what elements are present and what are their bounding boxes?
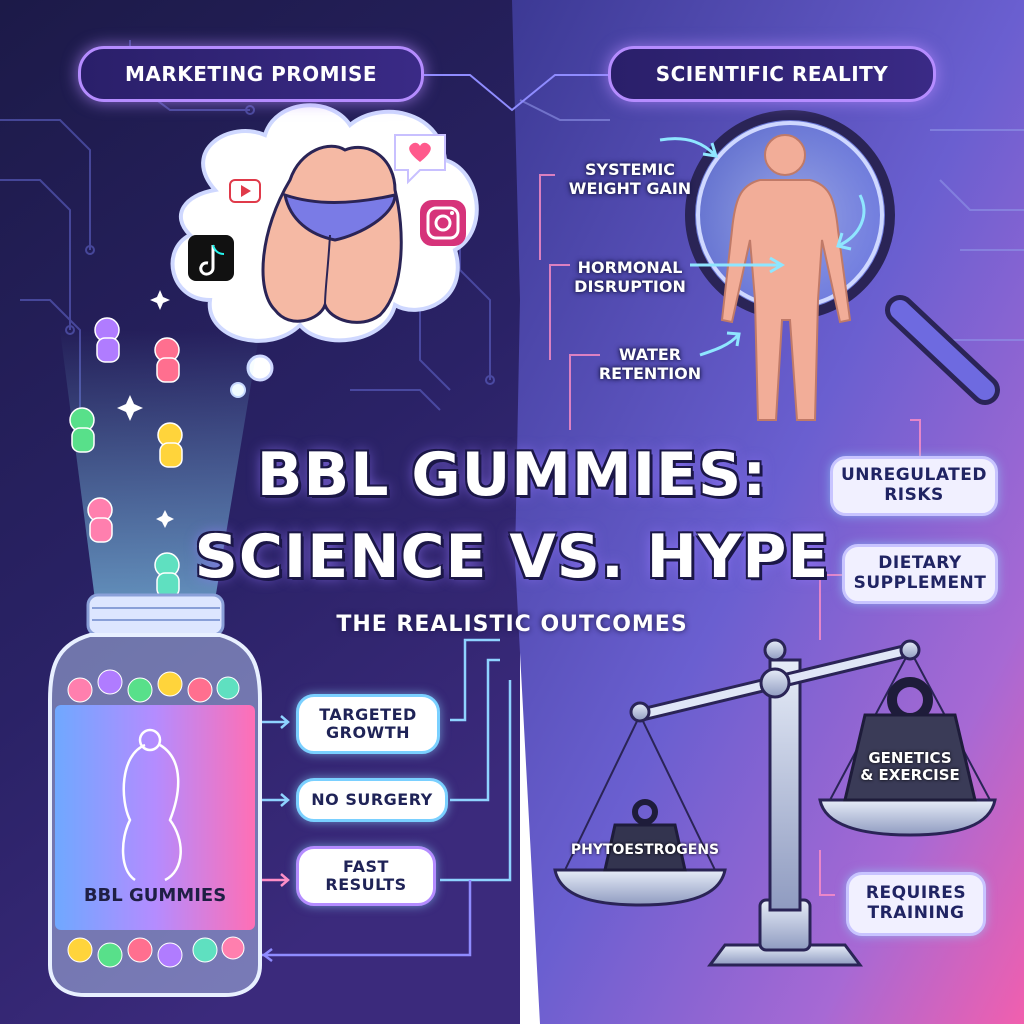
effect-connector-lines — [539, 174, 921, 896]
tag-requires-training: REQUIRES TRAINING — [846, 872, 986, 936]
effect-arrows — [659, 137, 866, 357]
tag-line1: UNREGULATED — [841, 465, 987, 486]
jar-label: BBL GUMMIES — [83, 885, 227, 906]
marketing-promise-header: MARKETING PROMISE — [78, 46, 424, 102]
jar-gummy-bears — [67, 669, 245, 968]
tag-line2: TRAINING — [867, 903, 965, 923]
weight-line1: GENETICS — [868, 749, 952, 767]
effect-line1: HORMONAL — [577, 258, 683, 277]
phytoestrogens-label: PHYTOESTROGENS — [570, 842, 720, 858]
claim-line1: TARGETED — [319, 704, 417, 724]
instagram-icon — [420, 200, 466, 246]
effect-water-retention: WATER RETENTION — [590, 345, 710, 383]
balance-scale — [553, 638, 997, 967]
tag-unregulated-risks: UNREGULATED RISKS — [830, 456, 998, 516]
effect-line2: WEIGHT GAIN — [568, 179, 692, 199]
effect-line2: RETENTION — [598, 364, 702, 384]
claim-line2: RESULTS — [325, 875, 407, 894]
effect-hormonal-disruption: HORMONAL DISRUPTION — [560, 258, 700, 296]
header-connector — [420, 74, 610, 112]
claim-arrows — [261, 638, 512, 962]
body-silhouette-illustration — [261, 144, 403, 324]
weight-line2: & EXERCISE — [860, 766, 960, 785]
sparkle-icons — [117, 290, 174, 528]
claim-fast-results: FAST RESULTS — [296, 846, 436, 906]
effect-line2: DISRUPTION — [574, 277, 686, 297]
claim-targeted-growth: TARGETED GROWTH — [296, 694, 440, 754]
large-weight — [843, 677, 977, 802]
claim-line1: NO SURGERY — [311, 789, 433, 809]
claim-no-surgery: NO SURGERY — [296, 778, 448, 822]
tag-line1: DIETARY — [878, 553, 962, 574]
tag-line2: SUPPLEMENT — [853, 573, 987, 593]
main-title-line2: SCIENCE VS. HYPE — [194, 522, 830, 592]
effect-systemic-weight-gain: SYSTEMIC WEIGHT GAIN — [560, 160, 700, 198]
scientific-reality-header: SCIENTIFIC REALITY — [608, 46, 936, 102]
genetics-exercise-label: GENETICS & EXERCISE — [840, 749, 980, 785]
effect-line1: SYSTEMIC — [584, 160, 676, 179]
human-figure — [720, 134, 852, 421]
claim-line1: FAST — [343, 856, 389, 876]
tag-dietary-supplement: DIETARY SUPPLEMENT — [842, 544, 998, 604]
tag-line1: REQUIRES — [865, 883, 967, 904]
gummy-jar — [48, 593, 262, 997]
small-weight — [603, 799, 687, 872]
claim-line2: GROWTH — [325, 723, 410, 742]
main-title-line1: BBL GUMMIES: — [256, 440, 768, 510]
youtube-icon — [229, 179, 261, 203]
effect-line1: WATER — [618, 345, 682, 364]
tiktok-icon — [188, 235, 234, 281]
tag-line2: RISKS — [884, 485, 944, 505]
heart-message-icon — [394, 134, 446, 185]
flying-gummy-bears — [69, 317, 183, 598]
subtitle: THE REALISTIC OUTCOMES — [336, 612, 688, 637]
